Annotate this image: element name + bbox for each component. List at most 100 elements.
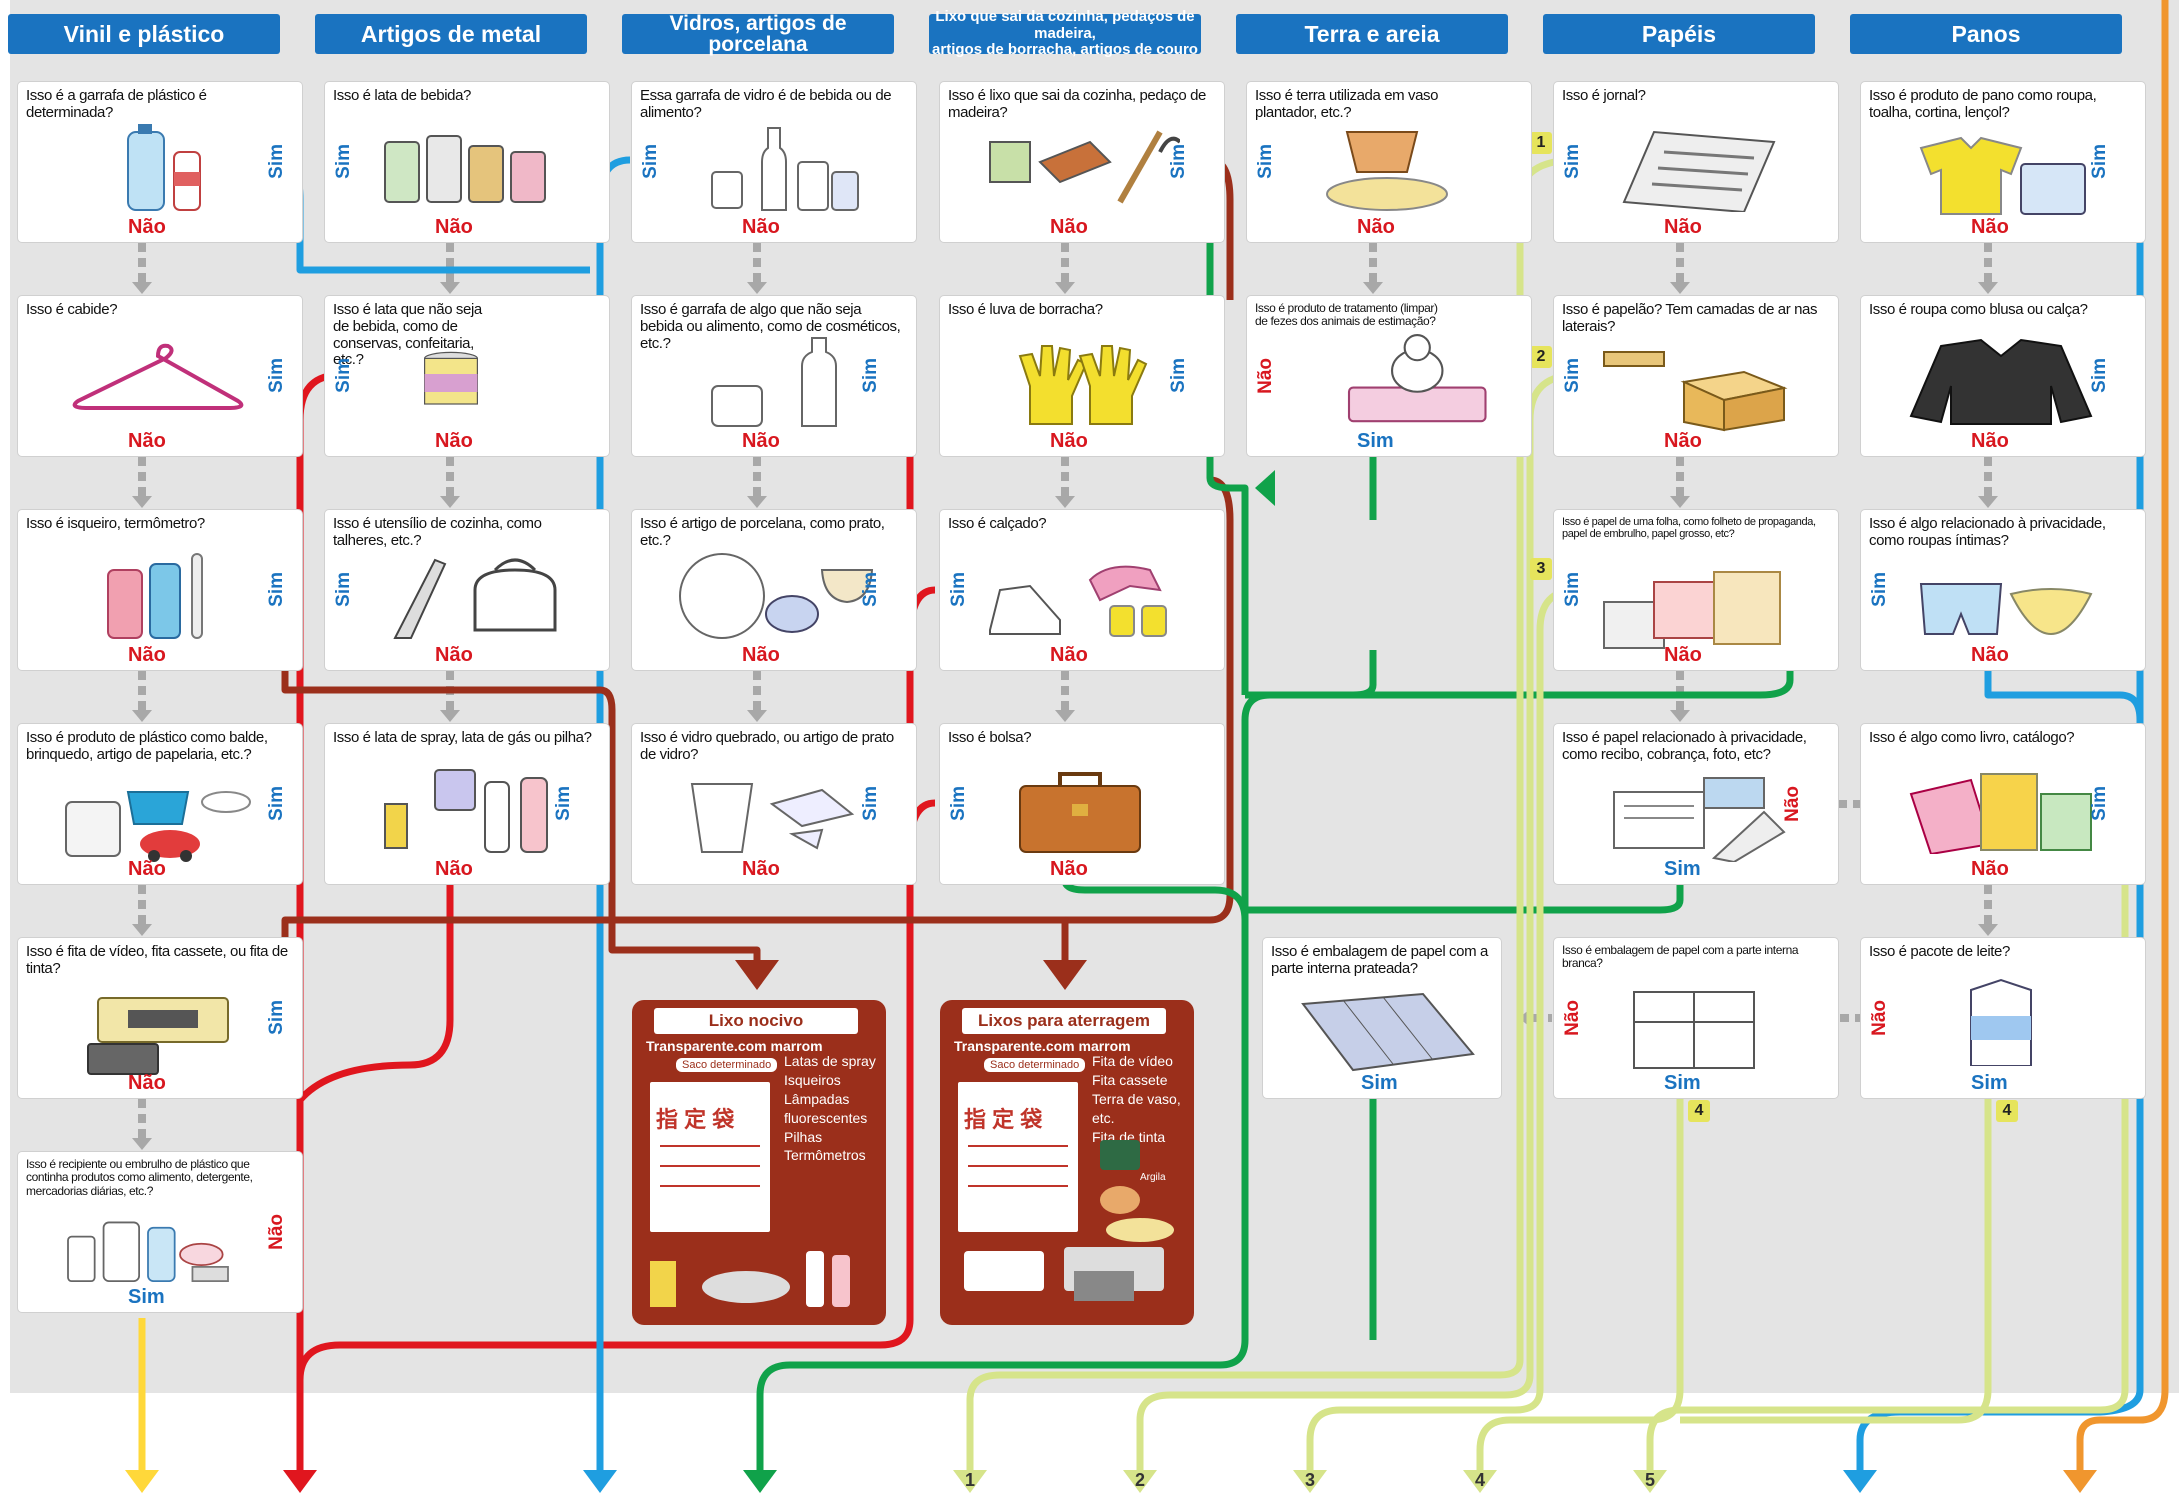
question-text: Isso é vidro quebrado, ou artigo de prat… [640, 729, 894, 763]
leaflet-icon [1603, 571, 1781, 649]
no-label: Não [742, 858, 780, 880]
newspaper-icon [1622, 130, 1776, 212]
card-spray-can: Isso é lata de spray, lata de gás ou pil… [325, 724, 609, 884]
question-text: Isso é roupa como blusa ou calça? [1869, 301, 2088, 318]
header-panos: Panos [1850, 14, 2122, 54]
header-vidros-porcelana: Vidros, artigos de porcelana [622, 13, 894, 55]
yes-label: Sim [860, 358, 881, 393]
card-porcelain: Isso é artigo de porcelana, como prato, … [632, 510, 916, 670]
yes-label: Sim [333, 144, 354, 179]
yes-label: Sim [1168, 144, 1189, 179]
no-label: Não [1664, 216, 1702, 238]
question-text: Isso é garrafa de algo que não seja bebi… [640, 301, 901, 352]
flow-arrowheads [125, 470, 2097, 1493]
rubber-glove-icon [1018, 345, 1148, 425]
question-text: Isso é papelão? Tem camadas de ar nas la… [1562, 301, 1818, 335]
item: Fita cassete [1092, 1071, 1168, 1088]
card-underwear: Isso é algo relacionado à privacidade, c… [1861, 510, 2145, 670]
question-text: Isso é utensílio de cozinha, como talher… [333, 515, 542, 549]
yes-label: Sim [2089, 144, 2110, 179]
flow-orange [2076, 0, 2169, 1470]
yes-label: Sim [2089, 358, 2110, 393]
yes-label: Sim [1562, 144, 1583, 179]
card-cosmetics-bottle: Isso é garrafa de algo que não seja bebi… [632, 296, 916, 456]
yes-label: Sim [2089, 786, 2110, 821]
question-text: Isso é artigo de porcelana, como prato, … [640, 515, 885, 549]
header-lixo-cozinha: Lixo que sai da cozinha, pedaços de made… [929, 9, 1201, 58]
no-label: Não [1255, 358, 1276, 394]
bag-tag: Saco determinado [676, 1058, 778, 1072]
potting-soil-icon [1326, 131, 1448, 211]
destination-title: Lixos para aterragem [962, 1008, 1166, 1034]
question-text: Isso é calçado? [948, 515, 1047, 532]
question-text: Isso é embalagem de papel com a parte in… [1271, 943, 1488, 977]
no-label: Não [435, 858, 473, 880]
yes-label: Sim [266, 144, 287, 179]
card-potting-soil: Isso é terra utilizada em vaso plantador… [1247, 82, 1531, 242]
yes-label: Sim [266, 572, 287, 607]
bottom-number-1: 1 [965, 1470, 976, 1490]
item-list: Latas de spray Isqueiros Lâmpadas fluore… [784, 1052, 876, 1165]
yes-label: Sim [1562, 358, 1583, 393]
shoes-icon [989, 565, 1167, 637]
yes-label: Sim [1255, 144, 1276, 179]
destination-lixo-nocivo: Lixo nocivo Transparente.com marrom Saco… [632, 1000, 886, 1325]
no-arrows [138, 243, 1992, 1138]
no-label: Não [742, 216, 780, 238]
cardboard-box-icon [1603, 351, 1788, 432]
glass-bottle-icon [711, 127, 859, 211]
badge-1: 1 [1530, 132, 1552, 154]
header-terra-areia: Terra e areia [1236, 14, 1508, 54]
no-label: Não [1664, 644, 1702, 666]
clay-label: Argila [1140, 1172, 1166, 1183]
question-text: Isso é algo como livro, catálogo? [1869, 729, 2075, 746]
video-tape-icon [87, 997, 229, 1075]
no-label: Não [1971, 216, 2009, 238]
question-text: Isso é cabide? [26, 301, 118, 318]
question-text: Isso é produto de plástico como balde, b… [26, 729, 268, 763]
item: Lâmpadas [784, 1090, 850, 1107]
item: Fita de vídeo [1092, 1053, 1173, 1069]
no-label: Não [128, 216, 166, 238]
card-food-can: Isso é lata que não seja de bebida, como… [325, 296, 609, 456]
no-label: Não [266, 1214, 287, 1250]
header-artigos-metal: Artigos de metal [315, 14, 587, 54]
yes-label: Sim [1361, 1072, 1398, 1094]
question-text: Isso é embalagem de papel com a parte in… [1562, 943, 1799, 971]
yes-label: Sim [1357, 430, 1394, 452]
spray-battery-icon [384, 769, 548, 853]
badge-4a: 4 [1688, 1100, 1710, 1122]
porcelain-plate-icon [679, 553, 874, 639]
card-white-packaging: Isso é embalagem de papel com a parte in… [1554, 938, 1838, 1098]
tape-items-icon [964, 1247, 1164, 1301]
card-hanger: Isso é cabide? Não Sim [18, 296, 302, 456]
plastic-packaging-icon [67, 1221, 229, 1282]
bottom-number-5: 5 [1645, 1470, 1656, 1490]
no-label: Não [128, 858, 166, 880]
harmful-items-icon [650, 1251, 850, 1307]
no-label: Não [128, 430, 166, 452]
card-plastic-products: Isso é produto de plástico como balde, b… [18, 724, 302, 884]
no-label: Não [435, 644, 473, 666]
card-clothes: Isso é roupa como blusa ou calça? Não Si… [1861, 296, 2145, 456]
no-label: Não [1050, 644, 1088, 666]
no-label: Não [1050, 430, 1088, 452]
no-label: Não [742, 644, 780, 666]
question-text: Isso é produto de tratamento (limpar) de… [1255, 301, 1438, 329]
destination-lixos-aterragem: Lixos para aterragem Transparente.com ma… [940, 1000, 1194, 1325]
card-broken-glass: Isso é vidro quebrado, ou artigo de prat… [632, 724, 916, 884]
question-text: Isso é recipiente ou embrulho de plástic… [26, 1157, 253, 1198]
no-label: Não [1782, 786, 1803, 822]
badge-4b: 4 [1996, 1100, 2018, 1122]
no-label: Não [435, 216, 473, 238]
pet-litter-icon [1347, 334, 1487, 423]
card-kitchen-waste: Isso é lixo que sai da cozinha, pedaço d… [940, 82, 1224, 242]
badge-3: 3 [1530, 558, 1552, 580]
destination-title: Lixo nocivo [654, 1008, 858, 1034]
item: Terra de vaso, etc. [1092, 1090, 1181, 1126]
yes-label: Sim [266, 358, 287, 393]
underwear-icon [1919, 583, 2093, 636]
badge-2: 2 [1530, 346, 1552, 368]
question-text: Isso é lata que não seja de bebida, como… [333, 301, 482, 369]
silver-packaging-icon [1301, 992, 1475, 1072]
